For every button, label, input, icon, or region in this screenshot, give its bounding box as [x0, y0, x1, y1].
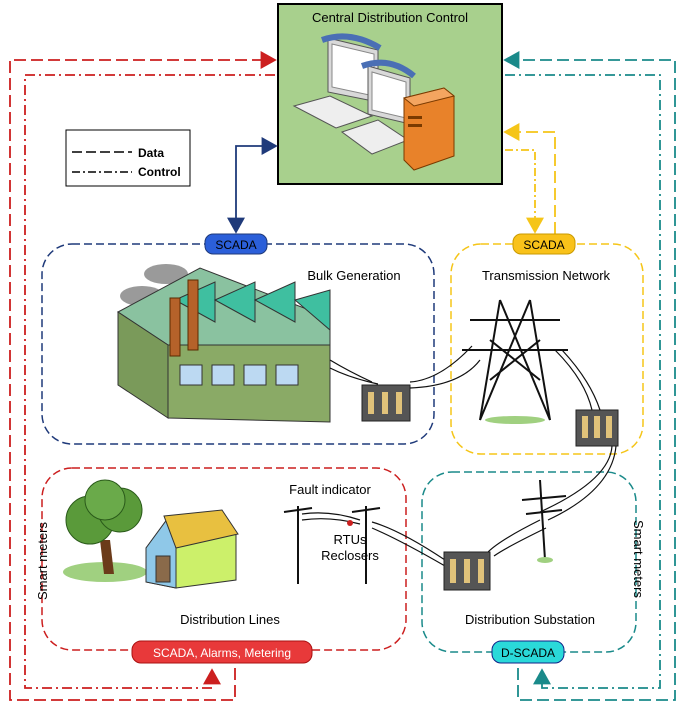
distribution-pole-icon [521, 479, 567, 563]
legend-data-label: Data [138, 146, 164, 160]
rtus-label: RTUs [334, 532, 367, 547]
house-icon [145, 509, 239, 589]
legend: Data Control [65, 129, 191, 187]
reclosers-label: Reclosers [321, 548, 379, 563]
teal-loop-lines [503, 51, 676, 701]
distribution-substation-label: Distribution Substation [465, 612, 595, 627]
tree-icon [63, 479, 147, 582]
computer-monitor-icon [360, 59, 416, 125]
computer-monitor-icon [320, 33, 382, 103]
svg-text:D-SCADA: D-SCADA [501, 646, 555, 660]
transformer-icon [575, 409, 619, 447]
power-lines [301, 345, 617, 567]
central-control-box: Central Distribution Control [277, 3, 503, 185]
scada-tag-yellow: SCADA [512, 233, 576, 255]
distribution-lines-label: Distribution Lines [180, 612, 280, 627]
blue-scada-link [227, 137, 278, 234]
control-center-title: Central Distribution Control [312, 10, 468, 25]
d-scada-tag: D-SCADA [491, 640, 565, 664]
svg-text:SCADA: SCADA [523, 238, 564, 252]
bulk-generation-zone [41, 243, 435, 445]
fault-indicator-icon [347, 520, 353, 526]
smart-meters-left-label: Smart meters [35, 521, 50, 600]
scada-alarms-metering-tag: SCADA, Alarms, Metering [131, 640, 313, 664]
bulk-generation-label: Bulk Generation [307, 268, 400, 283]
yellow-scada-link [503, 123, 556, 234]
distribution-pole-icon [283, 506, 381, 584]
transformer-icon [361, 384, 411, 422]
red-loop-lines [9, 51, 277, 701]
keyboard-icon [292, 95, 410, 155]
scada-tag-blue: SCADA [204, 233, 268, 255]
svg-text:SCADA, Alarms, Metering: SCADA, Alarms, Metering [153, 646, 291, 660]
transformer-icon [443, 551, 491, 591]
legend-control-label: Control [138, 165, 181, 179]
fault-indicator-label: Fault indicator [289, 482, 371, 497]
power-plant-icon [117, 264, 331, 423]
server-tower-icon [402, 87, 456, 171]
svg-text:SCADA: SCADA [215, 238, 256, 252]
transmission-label: Transmission Network [482, 268, 611, 283]
smart-meters-right-label: Smart meters [631, 520, 646, 599]
transmission-tower-icon [462, 299, 568, 424]
